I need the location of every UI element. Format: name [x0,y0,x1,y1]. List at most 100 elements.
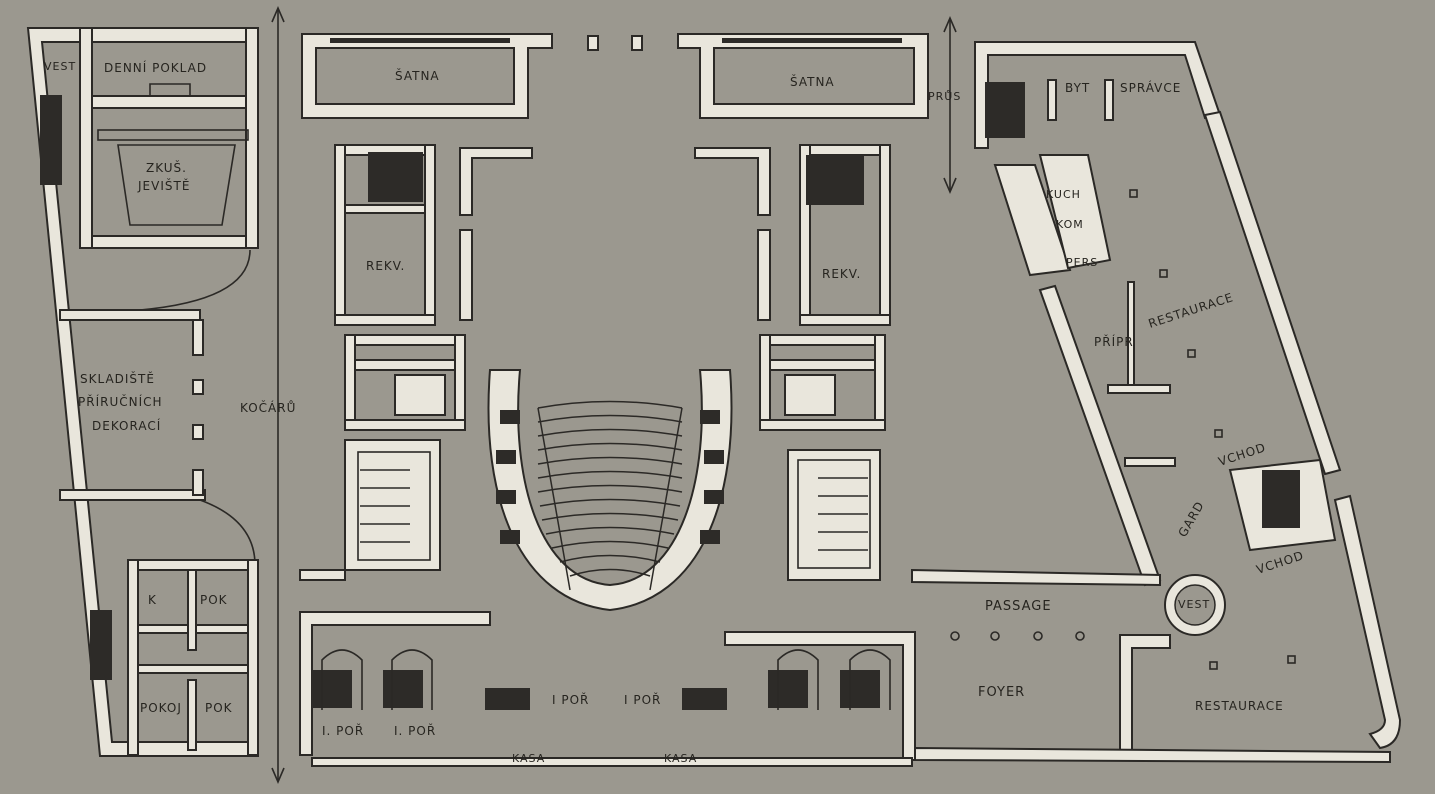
arched-door [849,649,891,710]
wall [784,374,836,416]
left-wing [26,5,285,785]
wall [757,229,771,321]
label-zkus: ZKUŠ. [146,160,187,175]
outer-wall-right [1203,110,1342,476]
curved-wall [199,499,256,566]
pillar [587,35,599,51]
wall [459,229,473,321]
stair-tread-left [357,451,431,561]
wall [759,334,886,346]
staircase-entrance [1262,470,1300,528]
label-por-1: I. POŘ [322,723,364,738]
wall [91,95,259,109]
stair-block-right [787,449,881,581]
auditorium-seating [537,400,683,591]
wall [394,374,446,416]
wall [694,147,771,216]
label-kasa-1: KASA [512,752,545,765]
small-stair [485,688,530,710]
wall [245,27,259,249]
arrow-head [271,5,285,23]
label-restaurace-bottom: RESTAURACE [1195,699,1284,713]
label-passage: PASSAGE [985,599,1052,614]
label-skladiste: SKLADIŠTĚ [80,371,155,386]
foyer-columns [950,189,1296,670]
counter [149,83,191,96]
kitchen-block [1038,154,1112,270]
wall [334,314,436,326]
arched-door [391,649,433,710]
wall [91,235,259,249]
wall [127,559,259,571]
window-strip [330,38,510,43]
wall [879,144,891,326]
central-block [299,15,957,767]
staircase-entry [312,670,352,708]
label-por-4: I POŘ [624,692,661,707]
label-byt: BYT [1065,81,1090,95]
wall [874,334,886,431]
wall [759,334,771,431]
wall [344,204,426,214]
wall [192,319,204,356]
wall [187,569,197,651]
label-spravce: SPRÁVCE [1120,80,1181,95]
wall [187,679,197,751]
stair-treads [360,469,410,543]
arched-door [777,649,819,710]
label-jeviste: JEVIŠTĚ [137,178,190,193]
wall [759,359,886,371]
staircase-left-lower [90,610,112,680]
wall [79,27,93,249]
arched-door [321,649,363,710]
wall [247,559,259,756]
wall [1107,384,1171,394]
vestibule-inner [1174,584,1216,626]
label-kocaru: KOČÁRŮ [240,400,296,415]
wall [299,611,491,756]
wall [454,334,466,431]
wall [192,469,204,496]
wall [759,419,886,431]
staircase-entry [840,670,880,708]
small-stair [682,688,727,710]
label-pok-2: POK [205,701,233,715]
wall [344,359,466,371]
wall [59,489,206,501]
front-wall [311,757,913,767]
staircase [368,152,423,202]
stair-treads [818,477,868,551]
staircase-right [985,82,1025,138]
wall [344,334,466,346]
dressing-room-left [301,33,553,119]
label-vest-top-left: VEST [44,60,76,73]
wall [1124,457,1176,467]
label-kasa-2: KASA [664,752,697,765]
label-por-2: I. POŘ [394,723,436,738]
label-rekv-right: REKV. [822,267,861,281]
rehearsal-stage [117,144,236,226]
wall [59,309,201,321]
pillar [192,424,204,440]
arrow-head [943,177,957,195]
pillar [631,35,643,51]
label-foyer: FOYER [978,685,1025,700]
label-pok-1: POK [200,593,228,607]
stage-edge [97,129,249,141]
box-seats [496,410,724,544]
wall [344,334,356,431]
wall [127,559,139,756]
label-k: K [148,593,157,607]
label-pokoj: POKOJ [140,701,182,715]
label-prus: PRŮS [928,90,961,103]
label-kom: KOM [1056,218,1084,231]
wall [799,144,891,156]
bottom-wall-right [914,746,1391,764]
wall [424,144,436,326]
staircase-left [40,95,62,185]
dressing-room-right [677,33,929,119]
arrow-head [271,767,285,785]
curved-wall [139,249,251,311]
label-satna-left: ŠATNA [395,68,440,83]
